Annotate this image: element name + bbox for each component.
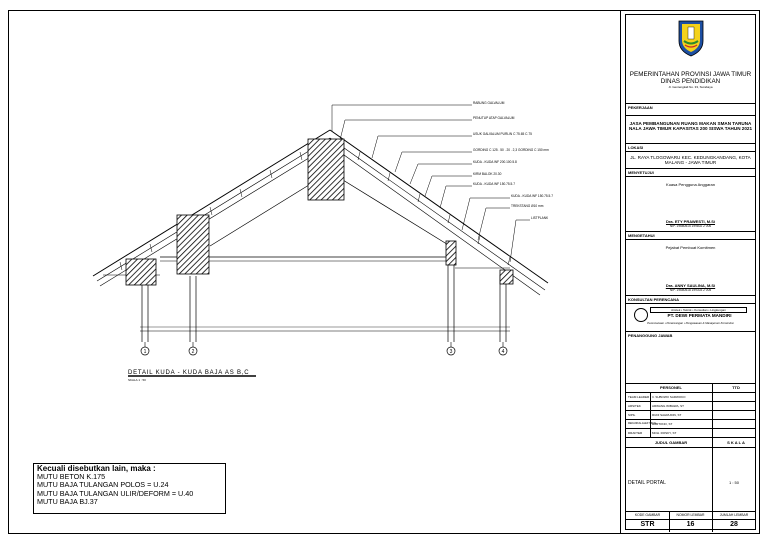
jumlah-value: 28 (730, 521, 738, 528)
east-java-emblem (676, 19, 706, 57)
konsultan-tagline: Perencanaan • Perancangan • Pengawasan &… (647, 321, 734, 325)
menyetujui-nip: NIP. 19660515 199802 2 006 (669, 224, 712, 228)
menyetujui-block: Kuasa Pengguna Anggaran Dra. ETY PRAWEST… (626, 176, 755, 231)
pekerjaan-value: JASA PEMBANGUNAN RUANG MAKAN SMAN TARUNA… (626, 115, 755, 143)
jumlah-label: JUMLAH LEMBAR (719, 513, 749, 517)
notes-line: MUTU BETON K.175 (37, 472, 106, 482)
gov-line-1: PEMERINTAHAN PROVINSI JAWA TIMUR (629, 71, 752, 78)
menyetujui-role: Kuasa Pengguna Anggaran (666, 182, 715, 187)
gov-address: Jl. Gentengkali No. 33, Surabaya (668, 85, 713, 89)
drawing-sheet (8, 10, 760, 534)
drawing-title: DETAIL KUDA - KUDA BAJA AS B,C (128, 370, 249, 376)
axis-label-3: 3 (450, 349, 453, 355)
pekerjaan-text: JASA PEMBANGUNAN RUANG MAKAN SMAN TARUNA… (628, 121, 753, 132)
personel-role: MEKANIKAL ELEKTRIKAL (628, 422, 657, 425)
lokasi-text: JL. RAYA TLOGOWARU KEC. KEDUNGKANDANG, K… (630, 155, 751, 166)
gov-line-2: DINAS PENDIDIKAN (660, 78, 721, 85)
title-block: PEMERINTAHAN PROVINSI JAWA TIMUR DINAS P… (625, 14, 756, 532)
konsultan-name: PT. DEWI PERMATA MANDIRI (667, 313, 732, 318)
personel-role: ARSITEK (628, 404, 641, 408)
personel-name: ARWANG WIBAWA, ST (652, 404, 684, 408)
callout-1: PENUTUP ATAP GALVALUM (473, 116, 515, 120)
mengetahui-name: Dra. ANNY SAULINA, M.Si (665, 283, 716, 288)
personel-role: DRAFTER (628, 431, 643, 435)
personel-row: MEKANIKAL ELEKTRIKAL HARTONO, ST (626, 419, 755, 428)
mengetahui-role: Pejabat Pembuat Komitmen (665, 245, 716, 250)
menyetujui-label: MENYETUJUI (628, 170, 654, 175)
pekerjaan-label: PEKERJAAN (628, 105, 653, 110)
mengetahui-block: Pejabat Pembuat Komitmen Dra. ANNY SAULI… (626, 239, 755, 295)
ttd-label: TTD (732, 385, 740, 390)
lokasi-label: LOKASI (628, 145, 644, 150)
penanggung-label: PENANGGUNG JAWAB (628, 333, 673, 338)
kode-value: STR (640, 521, 655, 528)
mengetahui-label: MENGETAHUI (628, 233, 655, 238)
personel-name: Ir. SUBOWO SARWOKO (652, 395, 686, 399)
truss-drawing: RABUNG GALVALUM PENUTUP ATAP GALVALUM US… (92, 101, 553, 382)
callout-8: TREKSTANG Ø10 mm (511, 204, 544, 208)
axis-label-4: 4 (502, 349, 505, 355)
callout-9: LISTPLANK (531, 216, 549, 220)
personel-name: RUDI SAHRUDIN, ST (652, 413, 682, 417)
konsultan-label: KONSULTAN PERENCANA (628, 297, 679, 302)
mengetahui-nip: NIP. 19660518 199303 2 005 (669, 288, 712, 292)
judul-value: DETAIL PORTAL (628, 480, 666, 486)
menyetujui-header: MENYETUJUI (626, 168, 755, 176)
notes-line: MUTU BAJA BJ.37 (37, 496, 98, 506)
callout-3: GORDING C 125 . 50 . 20 . 2,3 GORDING C … (473, 148, 549, 152)
personel-role: TEAM LEADER (628, 395, 650, 399)
lokasi-header: LOKASI (626, 143, 755, 151)
kode-label: KODE GAMBAR (634, 513, 661, 517)
callout-2: USUK GALVALUM PURLIN C 75.65 C.75 (473, 132, 532, 136)
general-notes: Kecuali disebutkan lain, maka : MUTU BET… (33, 463, 226, 514)
nomor-label: NOMOR LEMBAR (676, 513, 705, 517)
personel-row: ARSITEK ARWANG WIBAWA, ST (626, 401, 755, 410)
menyetujui-name: Dra. ETY PRAWESTI, M.Si (665, 219, 716, 224)
personel-header: PERSONEL TTD (626, 383, 755, 438)
skala-label: S K A L A (727, 440, 745, 445)
callout-4: KUDA - KUDA WF 200.100.5.8 (473, 160, 517, 164)
emblem-icon (678, 20, 704, 57)
axis-label-2: 2 (192, 349, 195, 355)
drawing-scale: SKALA 1 : 50 (128, 378, 146, 382)
callout-6: KUDA - KUDA WF 150.75.5.7 (473, 182, 515, 186)
personel-label: PERSONEL (659, 385, 682, 390)
lokasi-value: JL. RAYA TLOGOWARU KEC. KEDUNGKANDANG, K… (626, 151, 755, 168)
penanggung-header: PENANGGUNG JAWAB (626, 331, 755, 339)
notes-line: MUTU BAJA TULANGAN ULIR/DEFORM = U.40 (37, 488, 194, 498)
callout-7: KUDA - KUDA WF 150.75.5.7 (511, 194, 553, 198)
personel-row: DRAFTER MOH. ROSKY, ST (626, 428, 755, 437)
notes-title: Kecuali disebutkan lain, maka : (37, 464, 156, 473)
skala-value: 1 : 50 (728, 480, 739, 485)
notes-line: MUTU BAJA TULANGAN POLOS = U.24 (37, 480, 169, 490)
callout-0: RABUNG GALVALUM (473, 101, 505, 105)
judul-label: JUDUL GAMBAR (654, 440, 688, 445)
konsultan-block: Arsitek • Teknik • Konsultan • Lingkunga… (626, 303, 755, 331)
pekerjaan-header: PEKERJAAN (626, 103, 755, 115)
codes-block: KODE GAMBAR NOMOR LEMBAR JUMLAH LEMBAR S… (626, 511, 755, 532)
gov-header: PEMERINTAHAN PROVINSI JAWA TIMUR DINAS P… (626, 71, 755, 89)
consultant-logo-icon (634, 308, 648, 322)
drawing-area: RABUNG GALVALUM PENUTUP ATAP GALVALUM US… (8, 10, 621, 534)
judul-block: JUDUL GAMBAR S K A L A DETAIL PORTAL 1 :… (626, 437, 755, 512)
personel-name: MOH. ROSKY, ST (652, 431, 677, 435)
callout-5: KIRM BALOK 20.30 (473, 172, 502, 176)
axis-label-1: 1 (144, 349, 147, 355)
konsultan-header: KONSULTAN PERENCANA (626, 295, 755, 303)
personel-name: HARTONO, ST (652, 422, 673, 426)
nomor-value: 16 (686, 521, 695, 528)
personel-row: SIPIL RUDI SAHRUDIN, ST (626, 410, 755, 419)
mengetahui-header: MENGETAHUI (626, 231, 755, 239)
personel-role: SIPIL (628, 413, 636, 417)
personel-row: TEAM LEADER Ir. SUBOWO SARWOKO (626, 392, 755, 438)
konsultan-sub: Arsitek • Teknik • Konsultan • Lingkunga… (650, 307, 747, 313)
